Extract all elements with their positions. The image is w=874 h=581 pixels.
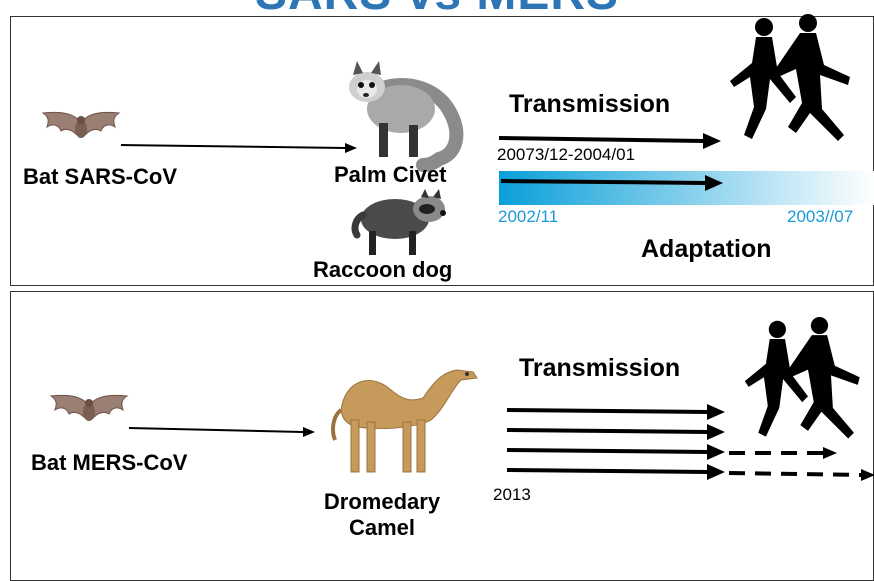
adaptation-band	[499, 171, 874, 205]
sars-transmission-label: Transmission	[509, 90, 671, 118]
running-people-icon	[744, 316, 860, 439]
mers-panel: Bat MERS-CoV Dromedary Camel Transmissio…	[10, 291, 874, 581]
sars-transmission-date: 20073/12-2004/01	[497, 145, 636, 164]
bat-icon	[41, 111, 121, 138]
camel-label: Camel	[348, 515, 416, 540]
running-people-icon	[730, 14, 850, 141]
sars-panel: Bat SARS-CoV Palm Civet Raccoon dog Tran…	[10, 14, 874, 286]
mers-transmission-arrows	[506, 404, 874, 481]
dromedary-camel-icon	[331, 369, 478, 473]
bat-to-camel-arrow	[128, 427, 315, 437]
bat-to-civet-arrow	[120, 143, 357, 153]
raccoon-dog-icon	[351, 189, 446, 255]
adaptation-label: Adaptation	[641, 235, 772, 263]
mers-year: 2013	[493, 485, 531, 504]
adaptation-end-date: 2003//07	[787, 207, 854, 226]
raccoon-dog-label: Raccoon dog	[313, 257, 453, 282]
page-title: SARS vs MERS	[0, 0, 874, 21]
bat-sars-label: Bat SARS-CoV	[23, 164, 178, 189]
bat-mers-label: Bat MERS-CoV	[31, 450, 188, 475]
palm-civet-label: Palm Civet	[334, 162, 447, 187]
mers-transmission-label: Transmission	[519, 354, 681, 382]
sars-transmission-arrow	[498, 133, 721, 149]
palm-civet-icon	[349, 61, 464, 172]
bat-icon	[49, 394, 129, 421]
adaptation-start-date: 2002/11	[498, 207, 559, 226]
dromedary-label: Dromedary	[323, 489, 441, 514]
